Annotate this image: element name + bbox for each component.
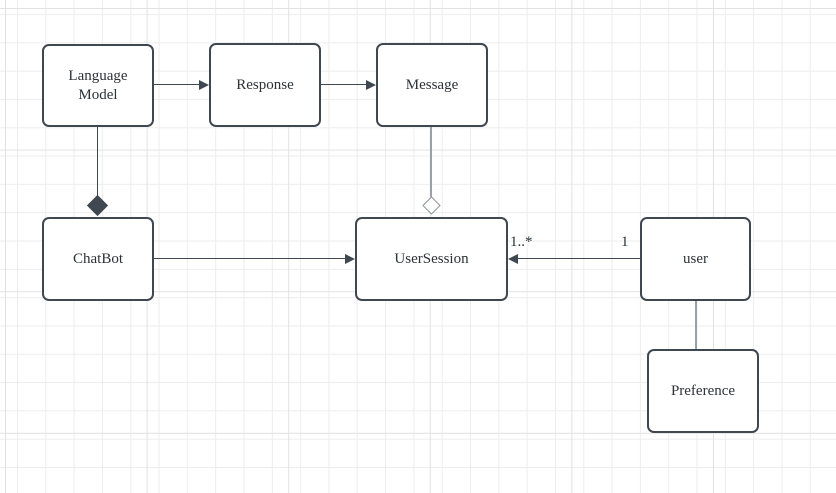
- edge-chatbot-usersession-line[interactable]: [154, 258, 346, 259]
- node-preference[interactable]: Preference: [647, 349, 759, 433]
- node-label-chatbot: ChatBot: [72, 250, 123, 267]
- edge-languagemodel-response-line[interactable]: [154, 84, 200, 85]
- node-label-user: user: [683, 250, 708, 267]
- arrowhead-right-icon: [199, 80, 209, 90]
- node-label-language-model: Language Model: [68, 67, 128, 103]
- edge-user-usersession-line[interactable]: [518, 258, 640, 259]
- node-message[interactable]: Message: [376, 43, 488, 127]
- node-label-response: Response: [236, 76, 294, 93]
- arrowhead-left-icon: [508, 254, 518, 264]
- node-label-preference: Preference: [670, 382, 736, 399]
- node-label-message: Message: [405, 76, 459, 93]
- node-user[interactable]: user: [640, 217, 751, 301]
- edge-languagemodel-chatbot-line[interactable]: [97, 127, 98, 197]
- composition-diamond-icon: [86, 194, 109, 217]
- edge-response-message-line[interactable]: [321, 84, 367, 85]
- multiplicity-label-user: 1: [621, 234, 629, 250]
- aggregation-diamond-icon: [422, 196, 441, 215]
- edge-user-preference-line[interactable]: [695, 301, 697, 349]
- node-response[interactable]: Response: [209, 43, 321, 127]
- node-chatbot[interactable]: ChatBot: [42, 217, 154, 301]
- edge-message-usersession-line[interactable]: [430, 127, 432, 197]
- arrowhead-right-icon: [366, 80, 376, 90]
- multiplicity-label-usersession: 1..*: [510, 234, 533, 250]
- arrowhead-right-icon: [345, 254, 355, 264]
- node-language-model[interactable]: Language Model: [42, 44, 154, 127]
- node-usersession[interactable]: UserSession: [355, 217, 508, 301]
- node-label-usersession: UserSession: [394, 250, 469, 267]
